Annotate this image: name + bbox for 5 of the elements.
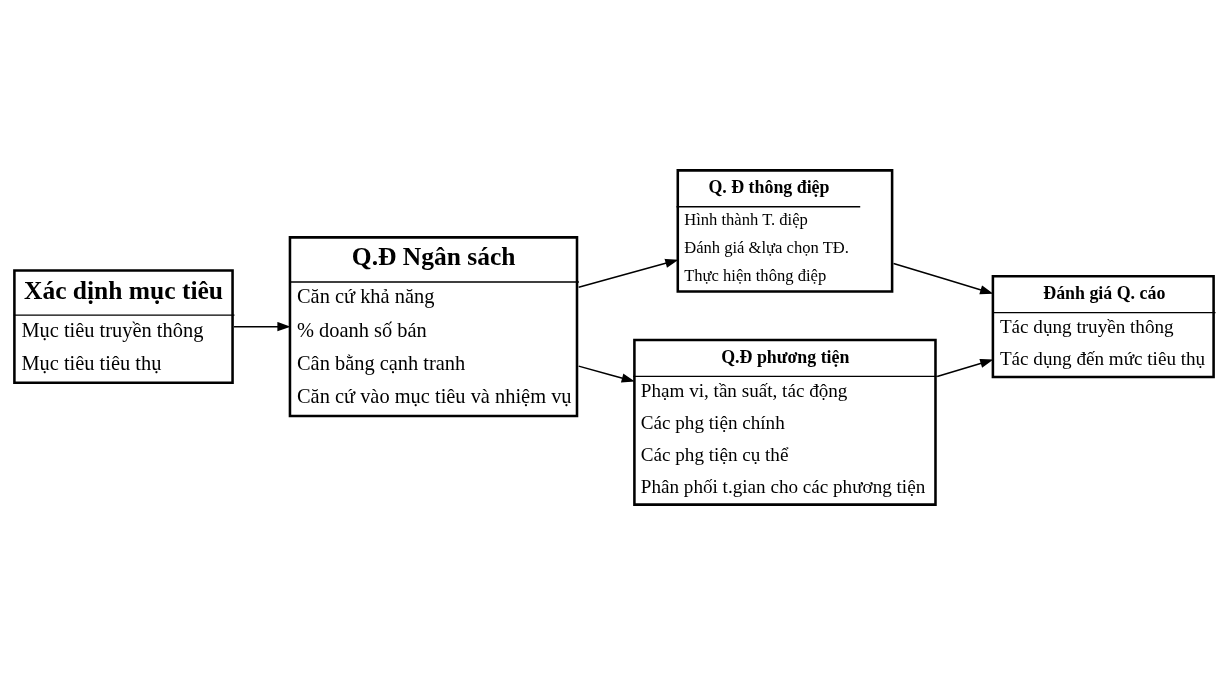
arrow [936,358,994,378]
arrow [892,262,994,295]
arrow [233,322,291,332]
arrow [577,365,635,383]
arrow [577,258,679,288]
